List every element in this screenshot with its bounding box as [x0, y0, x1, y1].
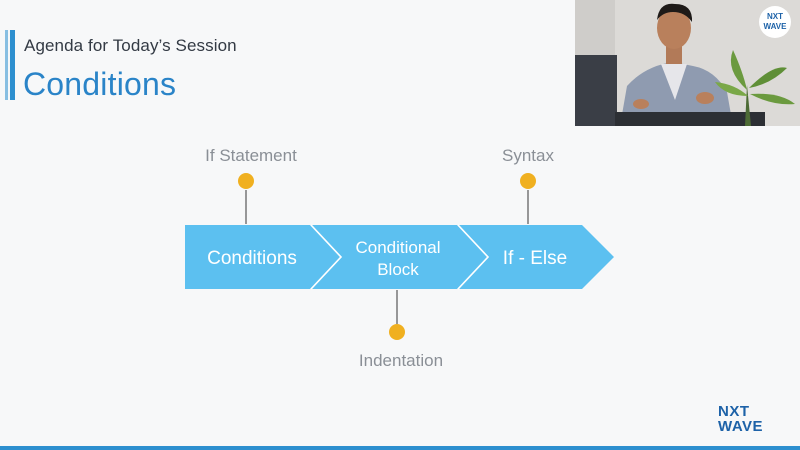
- chevron-step-3: [459, 225, 614, 289]
- footer-accent-line: [0, 446, 800, 450]
- step-2-label-line2: Block: [377, 260, 419, 279]
- presenter-video: NXT WAVE: [575, 0, 800, 126]
- chevron-divider-1: [310, 224, 343, 290]
- callout-dot-indentation: [389, 324, 405, 340]
- logo-line-2: WAVE: [718, 418, 764, 435]
- chevron-step-2: [312, 225, 487, 289]
- callout-dot-syntax: [520, 173, 536, 189]
- chevron-step-1: [185, 225, 340, 289]
- chevron-divider-2: [457, 224, 490, 290]
- slide-subtitle: Agenda for Today’s Session: [24, 36, 237, 55]
- step-3-label: If - Else: [503, 248, 567, 269]
- title-accent-bar: [5, 30, 15, 100]
- svg-text:WAVE: WAVE: [764, 22, 788, 31]
- nxtwave-logo: NXT WAVE: [718, 404, 774, 434]
- callout-dot-if-statement: [238, 173, 254, 189]
- callout-indentation: Indentation: [359, 351, 443, 370]
- step-2-label-line1: Conditional: [355, 238, 440, 257]
- callout-syntax: Syntax: [502, 146, 554, 165]
- step-1-label: Conditions: [207, 248, 297, 269]
- presenter-video-frame: NXT WAVE: [575, 0, 800, 126]
- logo-line-1: NXT: [718, 403, 750, 420]
- slide-title: Conditions: [23, 66, 177, 102]
- callout-if-statement: If Statement: [205, 146, 297, 165]
- svg-text:NXT: NXT: [767, 12, 783, 21]
